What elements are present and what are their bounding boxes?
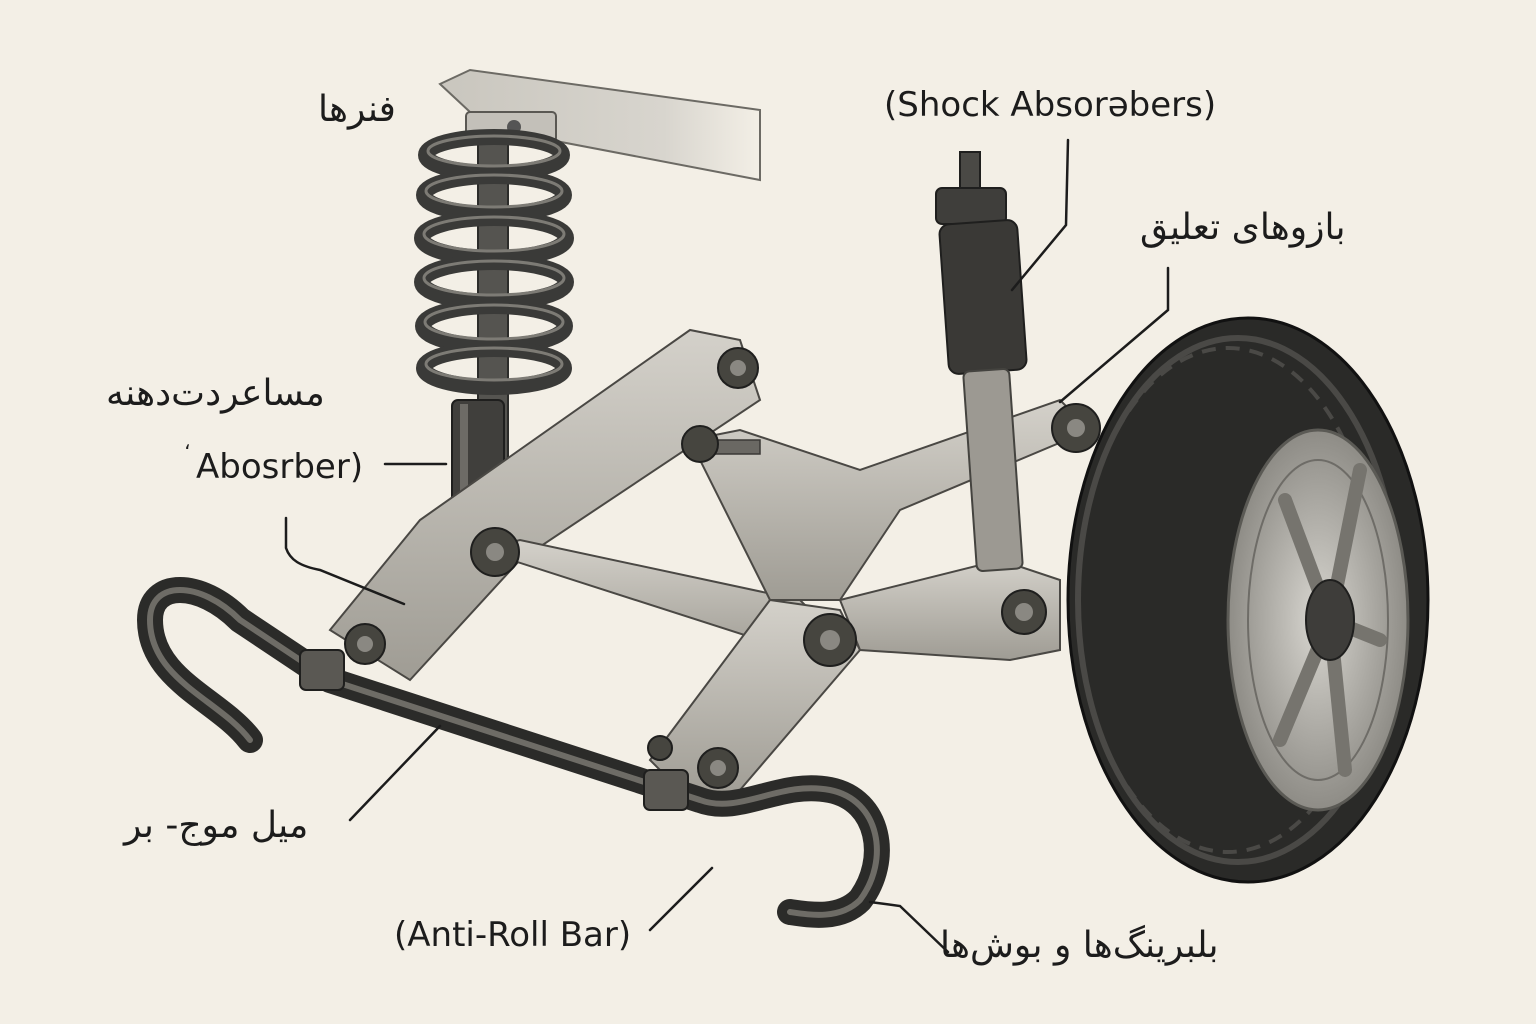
leader-shock (1010, 138, 1070, 292)
label-bearings-bushings: بلبرینگ‌ها و بوش‌ها (940, 925, 1219, 966)
leader-bushings (868, 900, 950, 954)
label-shock-absorbers: (Shock Absorəbers) (884, 85, 1217, 125)
coil-spring (414, 129, 574, 461)
label-anti-roll-fa: میل موج- بر (124, 805, 309, 846)
shock-absorber (935, 151, 1028, 572)
anti-roll-bar (137, 577, 890, 928)
leader-lines (284, 138, 1170, 954)
label-springs: فنرها (318, 89, 396, 130)
label-anti-roll-en: (Anti-Roll Bar) (394, 915, 632, 955)
label-damper-mark: ، (184, 430, 191, 454)
leader-arm-left (284, 516, 406, 606)
leader-arms (1058, 266, 1170, 404)
wheel (1066, 316, 1430, 884)
label-suspension-arms: بازوهای تعلیق (1140, 207, 1346, 248)
label-damper-en: Abosrber) (196, 447, 364, 487)
leader-antiroll (348, 724, 442, 822)
label-damper-fa: مساعردت‌دهنه (106, 373, 325, 414)
leader-antiroll-en (648, 866, 714, 932)
